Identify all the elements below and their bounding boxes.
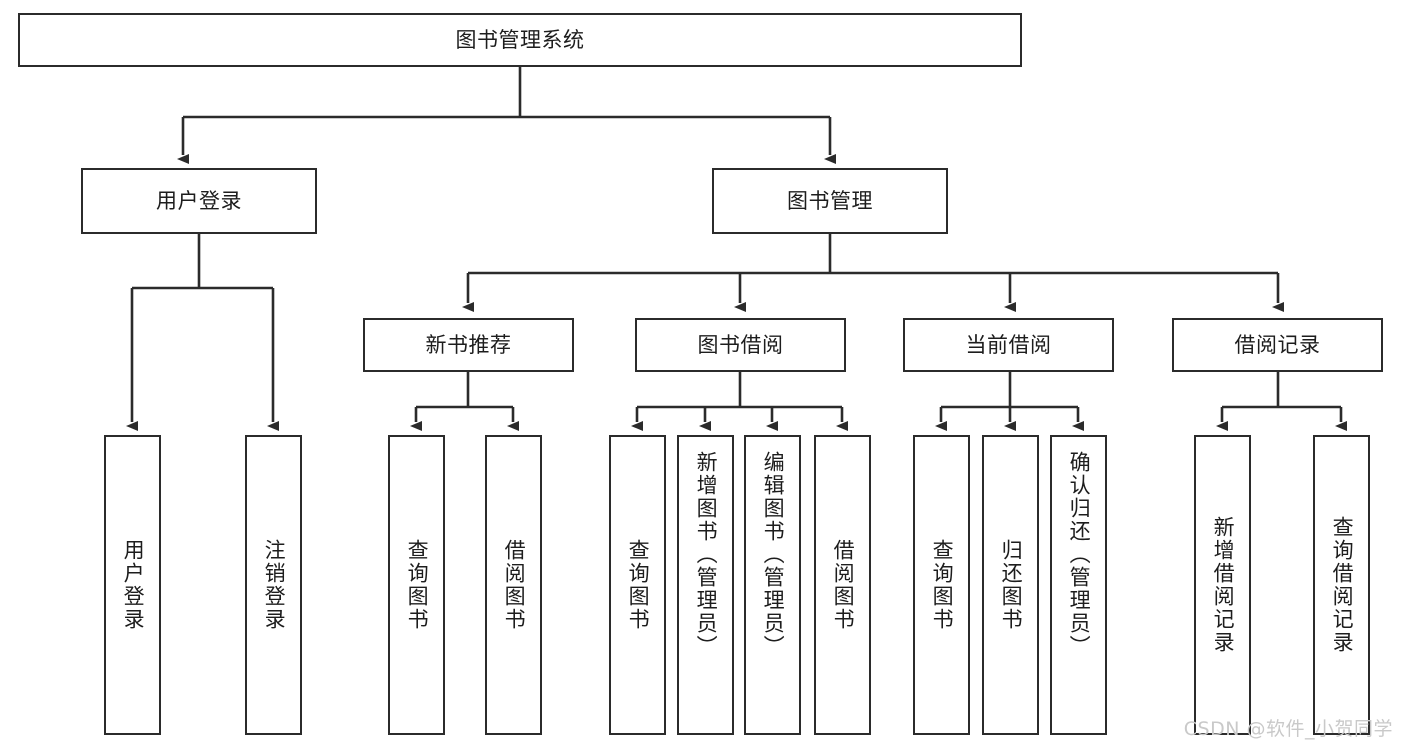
node-leaf-borrow-book[interactable]: 借阅图书 — [814, 435, 871, 735]
node-label: 借阅图书 — [831, 539, 856, 631]
node-label: 归还图书 — [999, 539, 1024, 631]
node-leaf-add-book-admin[interactable]: 新增图书（管理员） — [677, 435, 734, 735]
node-leaf-query-book-newbook[interactable]: 查询图书 — [388, 435, 445, 735]
node-book-management[interactable]: 图书管理 — [712, 168, 948, 234]
node-leaf-add-borrow-record[interactable]: 新增借阅记录 — [1194, 435, 1251, 735]
node-new-book-recommend[interactable]: 新书推荐 — [363, 318, 574, 372]
node-borrow-record[interactable]: 借阅记录 — [1172, 318, 1383, 372]
node-label: 用户登录 — [121, 539, 146, 631]
node-leaf-return-book[interactable]: 归还图书 — [982, 435, 1039, 735]
node-label: 注销登录 — [262, 539, 287, 631]
node-label: 确认归还（管理员） — [1067, 451, 1092, 658]
node-current-borrow[interactable]: 当前借阅 — [903, 318, 1114, 372]
node-root-library-system[interactable]: 图书管理系统 — [18, 13, 1022, 67]
node-leaf-query-book-current[interactable]: 查询图书 — [913, 435, 970, 735]
node-label: 图书管理系统 — [455, 27, 585, 52]
node-label: 借阅图书 — [502, 539, 527, 631]
node-user-login[interactable]: 用户登录 — [81, 168, 317, 234]
node-leaf-user-login[interactable]: 用户登录 — [104, 435, 161, 735]
node-leaf-query-book-borrow[interactable]: 查询图书 — [609, 435, 666, 735]
node-book-borrow[interactable]: 图书借阅 — [635, 318, 846, 372]
node-leaf-query-borrow-record[interactable]: 查询借阅记录 — [1313, 435, 1370, 735]
node-label: 图书管理 — [787, 188, 873, 213]
node-leaf-logout[interactable]: 注销登录 — [245, 435, 302, 735]
node-label: 查询图书 — [405, 539, 430, 631]
node-label: 新书推荐 — [425, 332, 512, 357]
node-label: 当前借阅 — [965, 332, 1052, 357]
node-leaf-confirm-return-admin[interactable]: 确认归还（管理员） — [1050, 435, 1107, 735]
node-leaf-borrow-book-newbook[interactable]: 借阅图书 — [485, 435, 542, 735]
node-label: 编辑图书（管理员） — [761, 451, 786, 658]
node-leaf-edit-book-admin[interactable]: 编辑图书（管理员） — [744, 435, 801, 735]
node-label: 新增借阅记录 — [1211, 516, 1236, 654]
node-label: 查询借阅记录 — [1330, 516, 1355, 654]
node-label: 查询图书 — [626, 539, 651, 631]
node-label: 图书借阅 — [697, 332, 784, 357]
node-label: 借阅记录 — [1234, 332, 1321, 357]
node-label: 查询图书 — [930, 539, 955, 631]
node-label: 新增图书（管理员） — [694, 451, 719, 658]
node-label: 用户登录 — [156, 188, 242, 213]
